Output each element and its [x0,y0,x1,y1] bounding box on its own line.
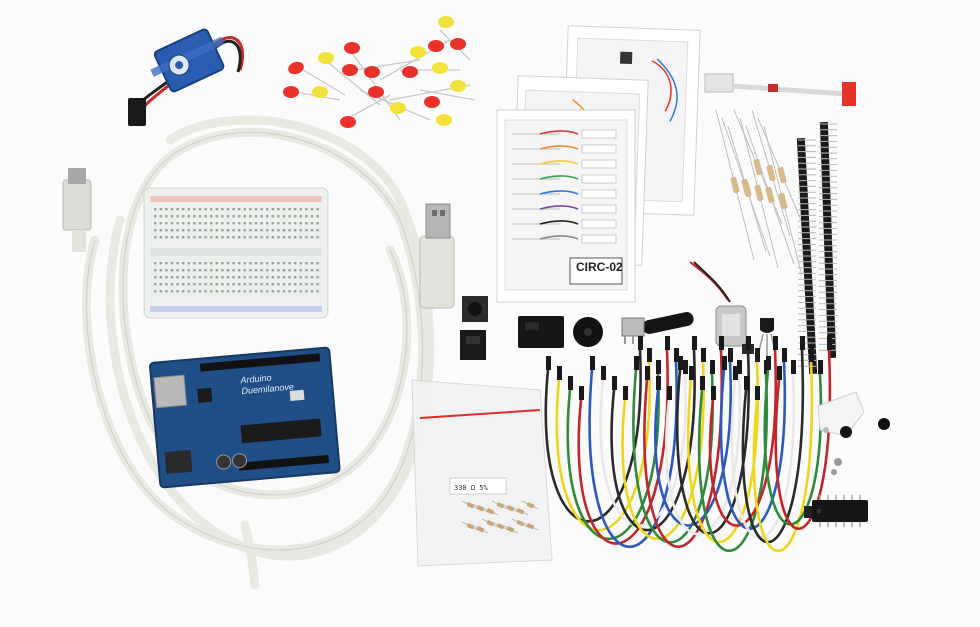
resistor-icon [715,109,807,277]
header-pin-icon [796,121,837,375]
bag-label: 330 Ω 5% [454,484,489,492]
servo-icon [128,28,245,126]
motor-icon [689,261,747,347]
card-title: CIRC-02 [576,260,623,274]
wire-connector-icon [704,73,856,106]
resistor-bag: 330 Ω 5% [411,379,553,567]
instruction-cards: CIRC-02 [496,25,701,303]
breadboard-icon [143,187,329,319]
usb-a-connector-icon [419,203,455,309]
potentiometer-icon [621,312,694,344]
usb-cable-outline [85,131,423,551]
arduino-board-icon: Arduino Duemilanove [149,346,341,489]
board-brand-label: Arduino [239,373,272,386]
jumper-wire-icon [544,336,832,553]
pushbutton-icon [460,296,488,360]
relay-icon [518,316,564,348]
led-icon [283,16,476,128]
board-model-label: Duemilanove [241,382,294,397]
ic-chip-icon [804,495,868,527]
servo-horn-icon [817,391,890,475]
piezo-icon [573,317,603,347]
usb-b-connector-icon [62,168,92,252]
circ-02-card: CIRC-02 [496,109,636,303]
